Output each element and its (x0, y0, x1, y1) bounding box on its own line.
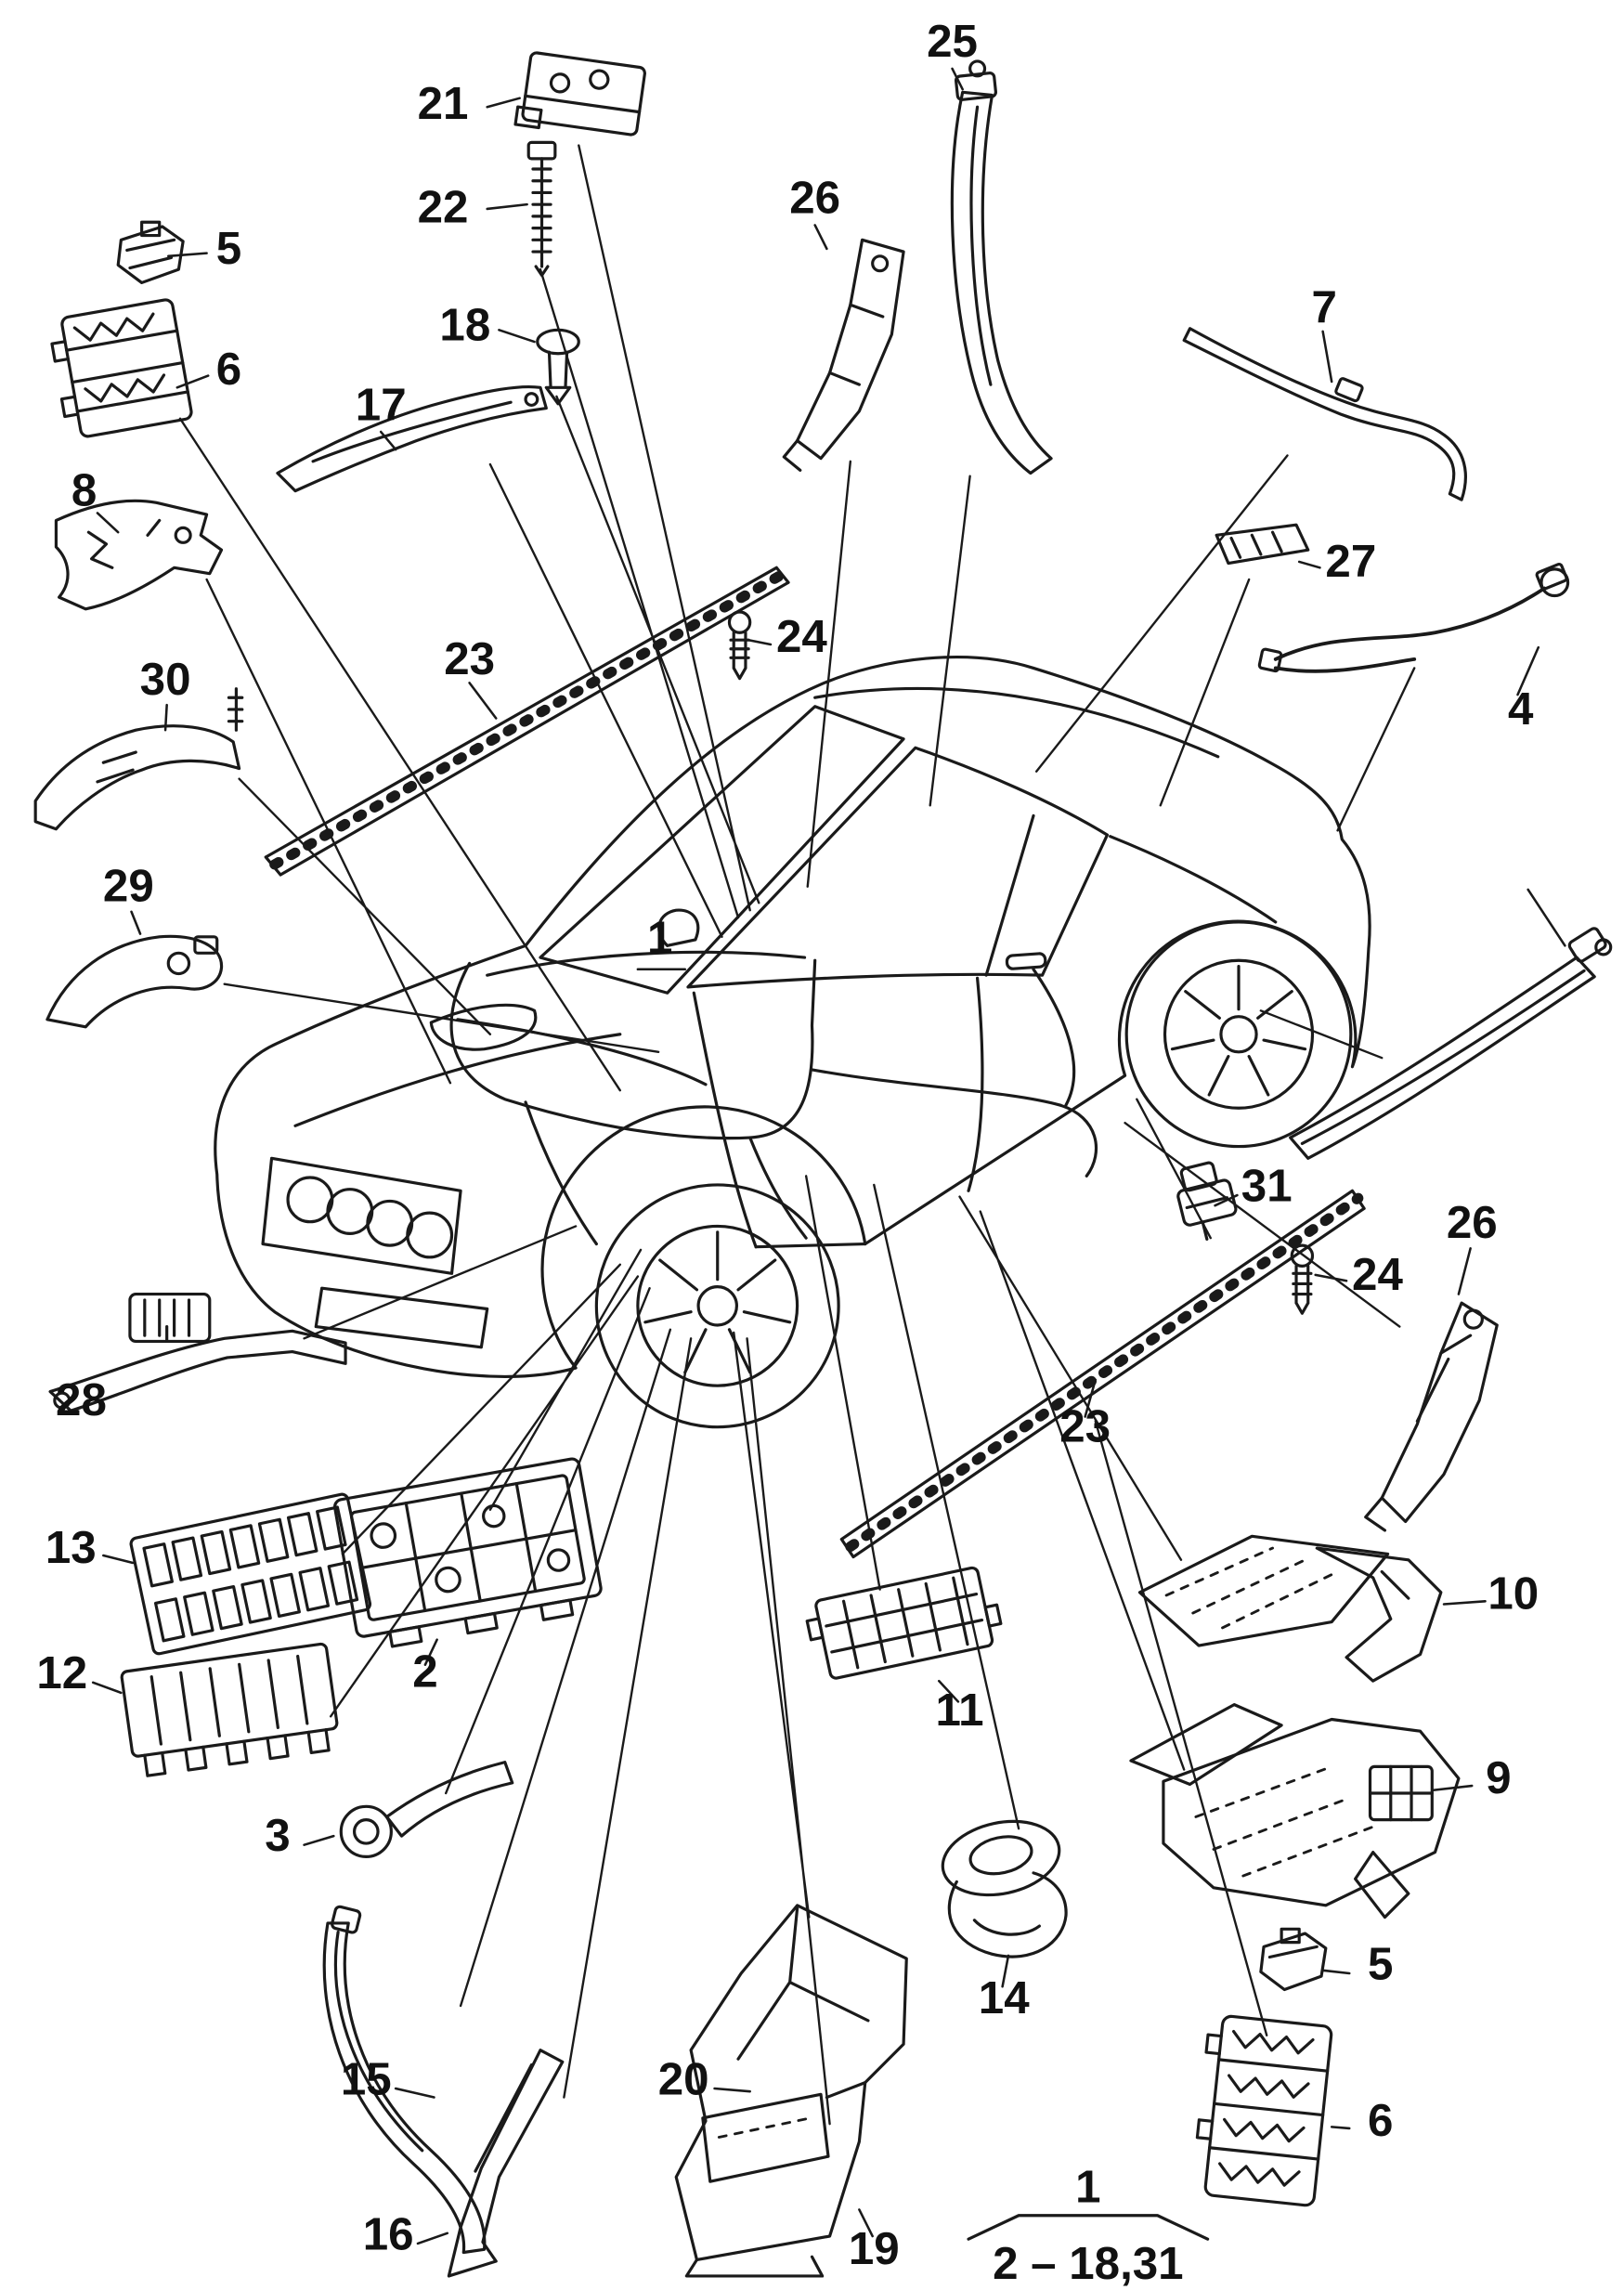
part-label-5: 5 (1368, 1938, 1393, 1989)
leader-lines (91, 67, 1566, 2245)
front-grille (261, 1156, 462, 1275)
part-11-connector-grid (805, 1566, 1003, 1680)
part-label-7: 7 (1312, 281, 1337, 332)
part-24-screw-right (1290, 1243, 1315, 1315)
part-26-trim-top (782, 238, 905, 472)
rocker-line (754, 1242, 867, 1249)
rear-wheel (1124, 920, 1353, 1149)
part-25-trim-right (1289, 927, 1613, 1160)
part-label-19: 19 (849, 2223, 900, 2274)
part-6-bracket-top (50, 298, 193, 438)
rear-crease (1109, 835, 1278, 924)
part-label-31: 31 (1241, 1160, 1293, 1211)
part-30-bracket (33, 687, 244, 831)
part-label-26: 26 (1447, 1197, 1498, 1248)
part-label-16: 16 (363, 2208, 414, 2259)
part-label-23: 23 (1059, 1401, 1111, 1452)
part-label-9: 9 (1486, 1752, 1511, 1803)
part-label-22: 22 (418, 181, 469, 232)
part-label-10: 10 (1488, 1568, 1539, 1619)
part-10-panel (1137, 1534, 1443, 1683)
part-label-6: 6 (1368, 2095, 1393, 2146)
part-label-24: 24 (1352, 1249, 1403, 1300)
part-27-clip (1215, 523, 1310, 566)
part-18-rivet (536, 328, 580, 406)
part-label-3: 3 (265, 1810, 290, 1861)
audi-rings (286, 1176, 454, 1259)
part-label-24: 24 (776, 611, 827, 662)
door-handle (1005, 952, 1047, 970)
side-glass (686, 746, 1110, 989)
part-29-clip (45, 934, 224, 1029)
footer-ref-range: 2 – 18,31 (993, 2238, 1184, 2289)
part-16-strip (447, 2049, 565, 2278)
part-label-13: 13 (45, 1522, 97, 1573)
side-mirror (657, 908, 700, 947)
part-5-clip-top (116, 220, 185, 285)
main-wiring-harness (449, 950, 1098, 1246)
door-rear-edge (967, 976, 984, 1192)
part-label-2: 2 (412, 1646, 437, 1698)
part-24-screw-left (727, 610, 752, 681)
part-13-fuse-box (129, 1492, 372, 1656)
part-label-28: 28 (56, 1374, 107, 1425)
quarter-pillar-line (984, 813, 1035, 977)
part-12-fuse-holder (120, 1642, 339, 1777)
part-25-trim-top (950, 59, 1053, 475)
label-ticks (91, 67, 1566, 2245)
part-17-bracket (276, 384, 548, 493)
door-front-edge (692, 991, 758, 1249)
part-15-channel (322, 1905, 487, 2255)
part-31-clip (1176, 1161, 1238, 1242)
footer-reference: 1 2 – 18,31 (967, 2161, 1210, 2289)
part-5-clip-bottom (1259, 1927, 1328, 1992)
part-label-11: 11 (935, 1685, 983, 1736)
part-28-bracket (48, 1293, 347, 1412)
part-7-rod (1182, 327, 1467, 501)
part-22-screw (526, 140, 557, 278)
part-label-1: 1 (647, 912, 672, 963)
part-label-15: 15 (341, 2053, 392, 2104)
part-label-25: 25 (927, 16, 978, 67)
part-23-sill-strip-right (839, 1189, 1366, 1559)
part-23-sill-strip-left (264, 566, 790, 877)
fender-crease (456, 1018, 708, 1086)
part-6-bracket-bottom (1195, 2014, 1333, 2207)
part-26-trim-right (1364, 1301, 1499, 1532)
part-14-grommet (941, 1819, 1068, 1958)
part-20-duct-panel (674, 1904, 908, 2278)
part-label-5: 5 (216, 223, 241, 274)
part-label-4: 4 (1508, 683, 1534, 735)
car-outline (214, 656, 1371, 1378)
part-label-21: 21 (418, 78, 469, 129)
part-label-20: 20 (658, 2053, 709, 2104)
part-label-6: 6 (216, 344, 241, 395)
footer-ref-number: 1 (1075, 2161, 1100, 2212)
part-label-23: 23 (444, 633, 495, 684)
part-3-cable-grommet (339, 1761, 514, 1858)
part-8-bracket (54, 499, 224, 611)
part-label-26: 26 (789, 173, 840, 224)
license-plate (314, 1286, 489, 1349)
car-body (214, 656, 1371, 1429)
part-label-8: 8 (71, 465, 97, 516)
part-4-cable (1257, 563, 1570, 673)
part-labels: 2122252656181778274242330291312426232813… (36, 16, 1539, 2274)
part-label-18: 18 (439, 299, 490, 350)
part-label-12: 12 (36, 1647, 87, 1698)
roof-line (813, 686, 1220, 759)
part-label-17: 17 (356, 379, 407, 430)
part-label-29: 29 (103, 861, 154, 912)
part-label-14: 14 (979, 1972, 1030, 2023)
part-2-relay-carrier (333, 1457, 603, 1648)
part-21-bracket (513, 51, 646, 137)
part-9-bracket-assembly (1129, 1703, 1461, 1919)
part-label-27: 27 (1325, 536, 1376, 587)
hood-crease (293, 1033, 622, 1127)
part-label-30: 30 (140, 654, 191, 705)
front-wheel (594, 1183, 840, 1429)
